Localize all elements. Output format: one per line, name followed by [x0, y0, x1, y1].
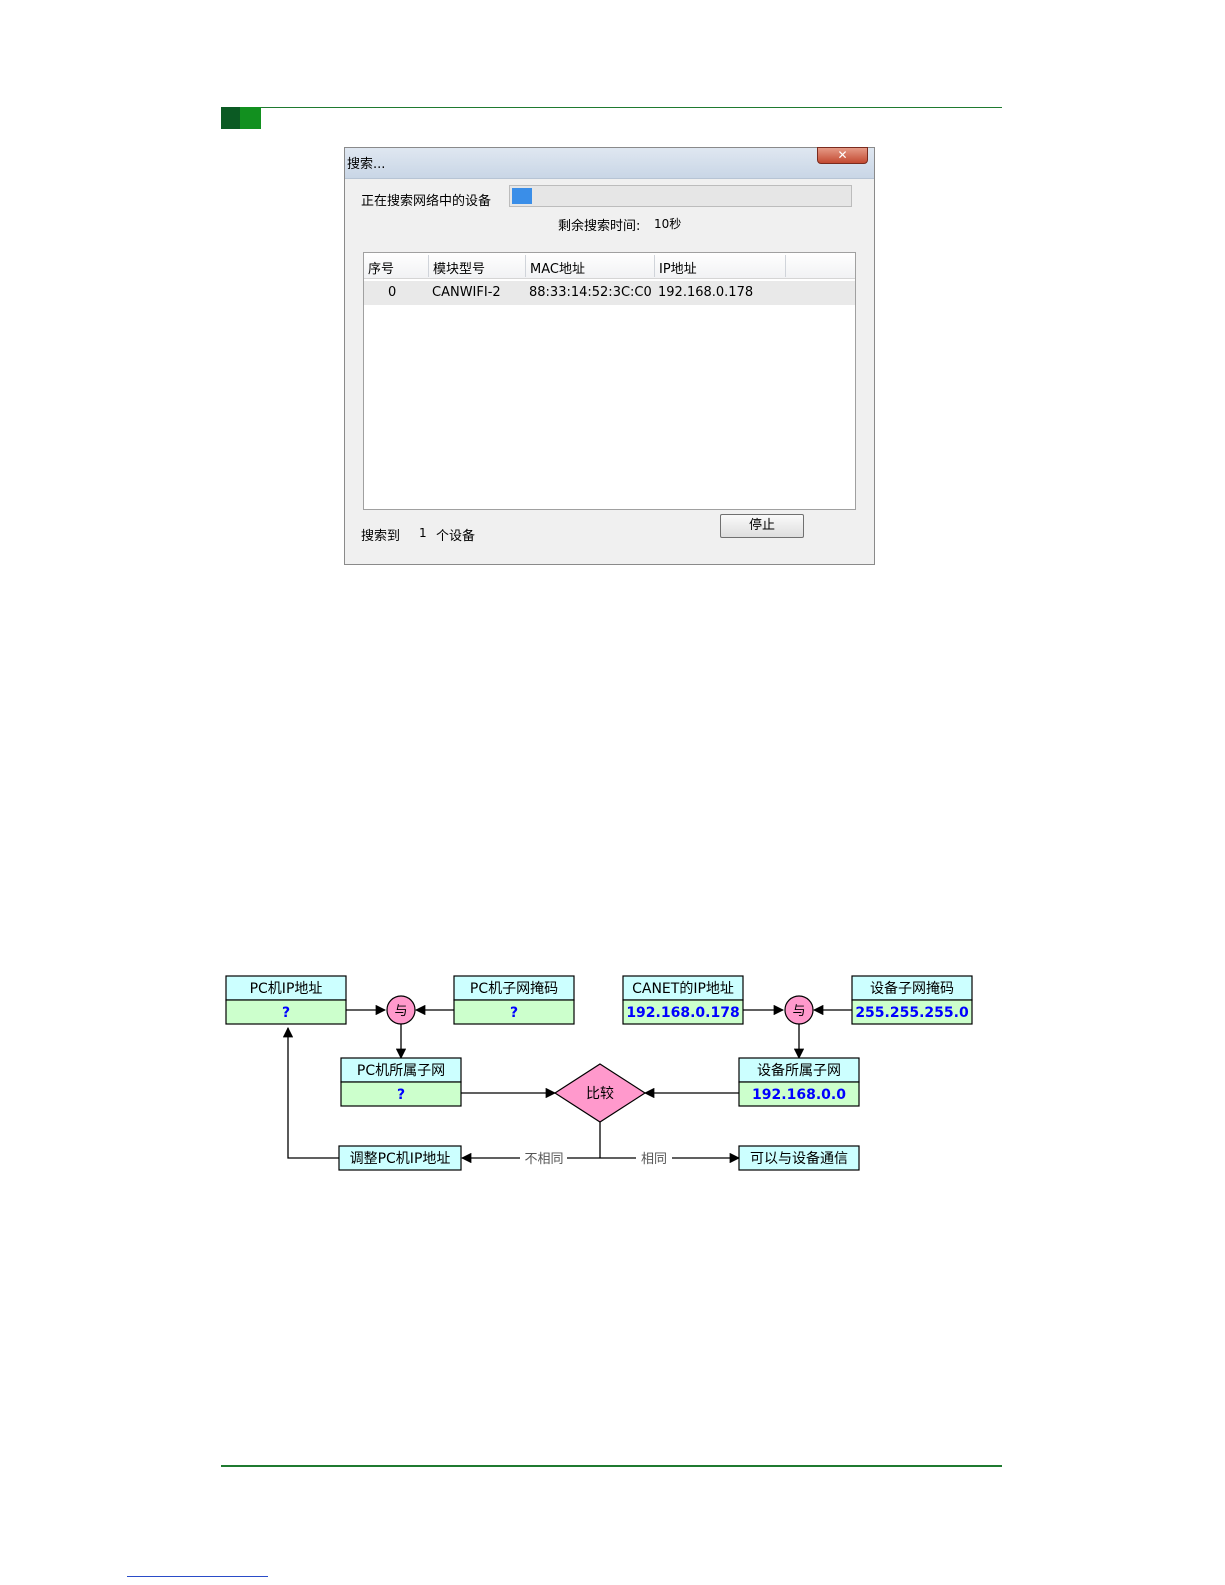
search-status-label: 正在搜索网络中的设备 [361, 190, 491, 209]
dialog-title: 搜索... [347, 153, 385, 172]
device-list-header: 序号 模块型号 MAC地址 IP地址 [364, 253, 855, 279]
cell-ip: 192.168.0.178 [658, 285, 753, 300]
pc-subnet-title: PC机所属子网 [357, 1063, 445, 1079]
search-dialog: 搜索... ✕ 正在搜索网络中的设备 剩余搜索时间: 10秒 序号 模块型号 M… [344, 147, 875, 565]
pc-mask-box: PC机子网掩码 ? [454, 976, 574, 1024]
canet-ip-title: CANET的IP地址 [632, 981, 734, 997]
remaining-time-value: 10秒 [654, 215, 681, 232]
adjust-ip-label: 调整PC机IP地址 [350, 1151, 451, 1167]
column-header-ip[interactable]: IP地址 [659, 258, 697, 277]
progress-fill [512, 188, 532, 204]
found-unit: 个设备 [436, 525, 475, 544]
canet-ip-box: CANET的IP地址 192.168.0.178 [623, 976, 743, 1024]
cell-index: 0 [388, 285, 396, 300]
remaining-time-label: 剩余搜索时间: [558, 215, 640, 234]
pc-subnet-box: PC机所属子网 ? [341, 1058, 461, 1106]
and-node-left: 与 [387, 996, 415, 1024]
canet-ip-value: 192.168.0.178 [626, 1005, 739, 1021]
pc-mask-title: PC机子网掩码 [470, 981, 558, 997]
dialog-titlebar: 搜索... ✕ [345, 148, 874, 179]
column-divider [785, 255, 786, 277]
footer-link-underline [127, 1576, 268, 1577]
pc-ip-title: PC机IP地址 [250, 981, 323, 997]
device-subnet-box: 设备所属子网 192.168.0.0 [739, 1058, 859, 1106]
header-rule [261, 107, 1002, 108]
cell-model: CANWIFI-2 [432, 285, 501, 300]
close-button[interactable]: ✕ [817, 147, 868, 164]
header-mark-dark [221, 107, 240, 129]
same-label: 相同 [641, 1152, 667, 1167]
device-mask-title: 设备子网掩码 [870, 980, 954, 997]
device-subnet-title: 设备所属子网 [757, 1062, 841, 1079]
compare-label: 比较 [586, 1086, 614, 1102]
found-label: 搜索到 [361, 525, 400, 544]
column-divider [654, 255, 655, 277]
column-divider [428, 255, 429, 277]
column-header-model[interactable]: 模块型号 [433, 258, 485, 277]
adjust-ip-box: 调整PC机IP地址 [339, 1146, 461, 1170]
search-progress-bar [509, 185, 852, 207]
and-label-right: 与 [792, 1004, 805, 1019]
table-row[interactable]: 0 CANWIFI-2 88:33:14:52:3C:C0 192.168.0.… [364, 281, 855, 305]
close-icon: ✕ [837, 148, 847, 162]
device-mask-box: 设备子网掩码 255.255.255.0 [852, 976, 972, 1024]
communicate-label: 可以与设备通信 [750, 1150, 848, 1167]
footer-rule [221, 1465, 1002, 1467]
column-header-mac[interactable]: MAC地址 [530, 258, 585, 277]
stop-button[interactable]: 停止 [720, 514, 804, 538]
pc-ip-value: ? [282, 1005, 290, 1021]
arrow-adjust-to-pcip [288, 1028, 339, 1158]
and-node-right: 与 [785, 996, 813, 1024]
compare-node: 比较 [555, 1064, 645, 1122]
communicate-box: 可以与设备通信 [739, 1146, 859, 1170]
pc-mask-value: ? [510, 1005, 518, 1021]
device-subnet-value: 192.168.0.0 [752, 1087, 846, 1103]
found-count: 1 [419, 526, 427, 540]
cell-mac: 88:33:14:52:3C:C0 [529, 285, 652, 300]
pc-subnet-value: ? [397, 1087, 405, 1103]
column-header-index[interactable]: 序号 [368, 258, 394, 277]
not-same-label: 不相同 [524, 1152, 563, 1167]
header-mark-light [240, 107, 261, 129]
device-list[interactable]: 序号 模块型号 MAC地址 IP地址 0 CANWIFI-2 88:33:14:… [363, 252, 856, 510]
column-divider [525, 255, 526, 277]
pc-ip-box: PC机IP地址 ? [226, 976, 346, 1024]
device-mask-value: 255.255.255.0 [855, 1005, 969, 1021]
and-label-left: 与 [394, 1004, 407, 1019]
